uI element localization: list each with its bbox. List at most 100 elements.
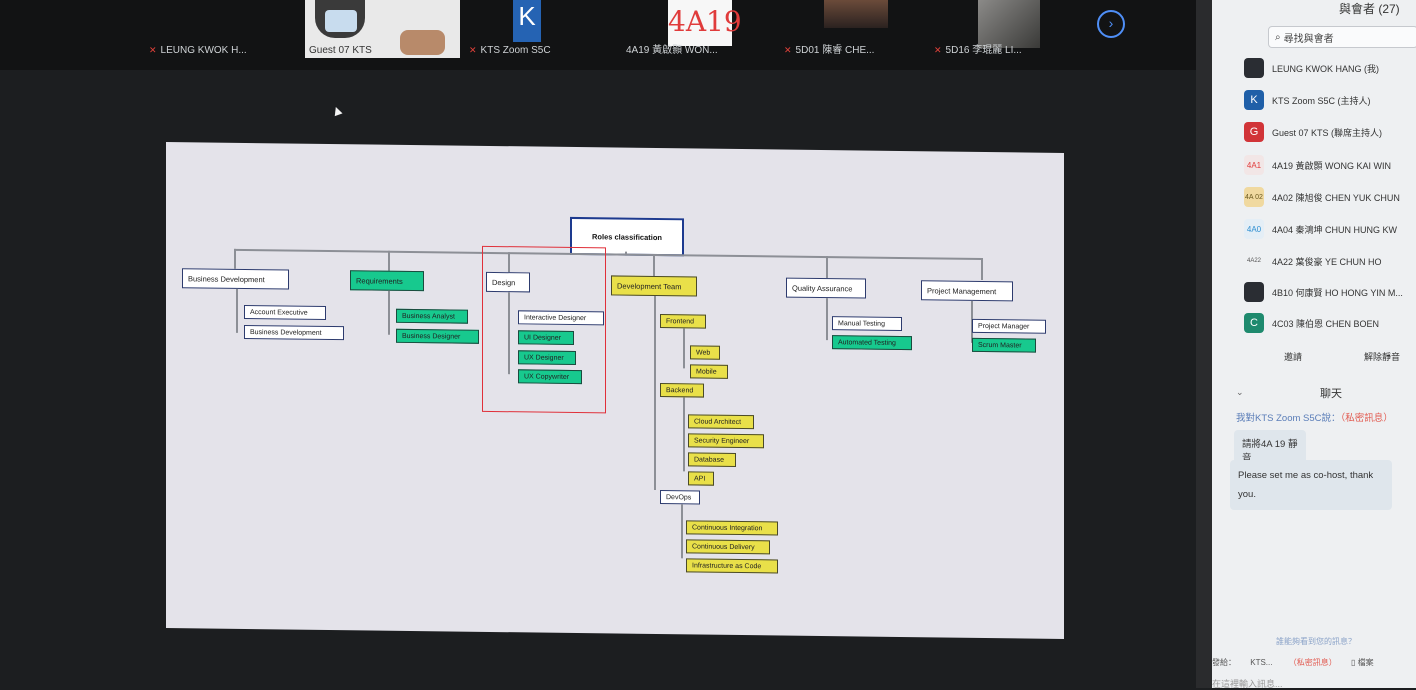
participant-row[interactable]: G Guest 07 KTS (聯席主持人) <box>1244 122 1382 142</box>
node-business-development: Business Development <box>182 268 289 290</box>
monitor-bezel <box>1196 0 1212 688</box>
connector-line <box>981 257 983 280</box>
participant-row[interactable]: 4B10 何康賢 HO HONG YIN M... <box>1244 282 1403 302</box>
participant-row[interactable]: LEUNG KWOK HANG (我) <box>1244 58 1379 78</box>
mic-muted-icon: ✕ <box>469 45 477 55</box>
connector-line <box>388 290 390 335</box>
connector-line <box>826 256 828 279</box>
connector-line <box>625 251 627 256</box>
tile-name: LEUNG KWOK H... <box>160 45 247 56</box>
tile-name: 5D16 李琨麗 LI... <box>945 45 1022 56</box>
node-requirements: Requirements <box>350 270 424 292</box>
node-development-team: Development Team <box>611 275 697 297</box>
connector-line <box>681 504 683 559</box>
node-backend: Backend <box>660 383 704 398</box>
tile-name: KTS Zoom S5C <box>480 45 551 56</box>
node-security-engineer: Security Engineer <box>688 433 764 449</box>
participant-name: 4B10 何康賢 HO HONG YIN M... <box>1272 287 1403 298</box>
participant-row[interactable]: 4A0 4A04 秦鴻坤 CHUN HUNG KW <box>1244 219 1397 239</box>
connector-line <box>236 288 238 333</box>
file-button[interactable]: 檔案 <box>1357 658 1374 667</box>
connector-line <box>388 250 390 271</box>
avatar <box>1244 282 1264 302</box>
chevron-down-icon[interactable]: ⌄ <box>1236 387 1244 397</box>
node-manual-testing: Manual Testing <box>832 316 902 331</box>
chat-input[interactable]: 在這裡輸入訊息... <box>1212 679 1283 689</box>
participant-video <box>305 0 460 58</box>
participant-row[interactable]: 4A 02 4A02 陳旭俊 CHEN YUK CHUN <box>1244 187 1400 207</box>
avatar: 4A22 <box>1244 251 1264 271</box>
node-continuous-delivery: Continuous Delivery <box>686 539 770 555</box>
connector-line <box>683 397 685 472</box>
participant-video <box>824 0 888 28</box>
node-quality-assurance: Quality Assurance <box>786 277 866 299</box>
avatar: K <box>513 0 541 42</box>
video-tile[interactable]: K ✕KTS Zoom S5C <box>465 0 595 58</box>
node-database: Database <box>688 452 736 467</box>
avatar: 4A1 <box>1244 155 1264 175</box>
send-to-row: 發給： KTS... （私密訊息） ▯ 檔案 <box>1212 657 1374 668</box>
tile-name: 5D01 陳睿 CHE... <box>795 45 875 56</box>
private-label: （私密訊息） <box>1288 658 1337 667</box>
send-to-select[interactable]: KTS... <box>1250 658 1273 667</box>
tile-name: 4A19 黃啟顥 WON... <box>626 45 718 56</box>
avatar: 4A19 <box>668 0 742 46</box>
mic-muted-icon: ✕ <box>784 45 792 55</box>
participant-video <box>978 0 1040 48</box>
node-account-executive: Account Executive <box>244 304 326 320</box>
participant-name: 4A02 陳旭俊 CHEN YUK CHUN <box>1272 192 1400 203</box>
next-page-button[interactable]: › <box>1097 10 1125 38</box>
participant-name: 4A22 葉俊豪 YE CHUN HO <box>1272 256 1382 267</box>
mouse-cursor-icon: ▲ <box>327 100 347 120</box>
participant-row[interactable]: C 4C03 陳伯恩 CHEN BOEN <box>1244 313 1379 333</box>
unmute-button[interactable]: 解除靜音 <box>1364 352 1401 362</box>
video-tile[interactable]: ✕5D01 陳睿 CHE... <box>780 0 900 58</box>
participant-name: KTS Zoom S5C (主持人) <box>1272 95 1371 106</box>
shared-screen: Roles classification Business Developmen… <box>166 142 1064 639</box>
search-icon: ⌕ <box>1275 31 1281 43</box>
connector-line <box>653 253 655 276</box>
avatar: 4A 02 <box>1244 187 1264 207</box>
node-business-development-role: Business Development <box>244 324 344 341</box>
mic-muted-icon: ✕ <box>934 45 942 55</box>
node-project-manager: Project Manager <box>972 318 1046 334</box>
participant-row[interactable]: K KTS Zoom S5C (主持人) <box>1244 90 1371 110</box>
visibility-hint[interactable]: 誰能夠看到您的訊息？ <box>1276 637 1356 646</box>
node-continuous-integration: Continuous Integration <box>686 520 778 536</box>
participant-name: 4C03 陳伯恩 CHEN BOEN <box>1272 318 1380 329</box>
avatar: G <box>1244 122 1264 142</box>
chat-message: Please set me as co-host, thank you. <box>1230 460 1392 510</box>
invite-button[interactable]: 邀請 <box>1284 352 1303 362</box>
node-api: API <box>688 471 714 486</box>
tile-name: Guest 07 KTS <box>309 45 372 56</box>
chat-sender-line: 我對KTS Zoom S5C說：（私密訊息） <box>1236 410 1393 424</box>
avatar: C <box>1244 313 1264 333</box>
video-tile[interactable]: Guest 07 KTS <box>305 0 460 58</box>
video-tile[interactable]: ✕LEUNG KWOK H... <box>145 0 265 58</box>
search-participants-input[interactable]: ⌕ 尋找與會者 <box>1268 26 1416 48</box>
connector-line <box>826 298 828 341</box>
node-cloud-architect: Cloud Architect <box>688 414 754 430</box>
participant-row[interactable]: 4A22 4A22 葉俊豪 YE CHUN HO <box>1244 251 1382 271</box>
participant-name: 4A04 秦鴻坤 CHUN HUNG KW <box>1272 224 1398 235</box>
highlight-box <box>482 245 606 414</box>
node-automated-testing: Automated Testing <box>832 335 912 351</box>
connector-line <box>234 248 236 269</box>
node-devops: DevOps <box>660 490 700 505</box>
node-project-management: Project Management <box>921 280 1013 302</box>
avatar <box>1244 58 1264 78</box>
search-placeholder: 尋找與會者 <box>1283 33 1334 45</box>
participant-row[interactable]: 4A1 4A19 黃啟顥 WONG KAI WIN <box>1244 155 1391 175</box>
chat-title: 聊天 <box>1320 388 1342 400</box>
mic-muted-icon: ✕ <box>149 45 157 55</box>
video-tile[interactable]: ✕5D16 李琨麗 LI... <box>930 0 1050 58</box>
send-to-label: 發給： <box>1212 658 1236 667</box>
node-mobile: Mobile <box>690 364 728 379</box>
panel-header: 與會者 (27) <box>1339 2 1400 16</box>
video-tile[interactable]: 4A19 4A19 黃啟顥 WON... <box>622 0 747 58</box>
video-strip: ✕LEUNG KWOK H... Guest 07 KTS K ✕KTS Zoo… <box>0 0 1200 70</box>
node-business-designer: Business Designer <box>396 328 479 344</box>
node-business-analyst: Business Analyst <box>396 308 468 324</box>
node-infrastructure-as-code: Infrastructure as Code <box>686 558 778 574</box>
file-icon[interactable]: ▯ <box>1350 658 1356 667</box>
